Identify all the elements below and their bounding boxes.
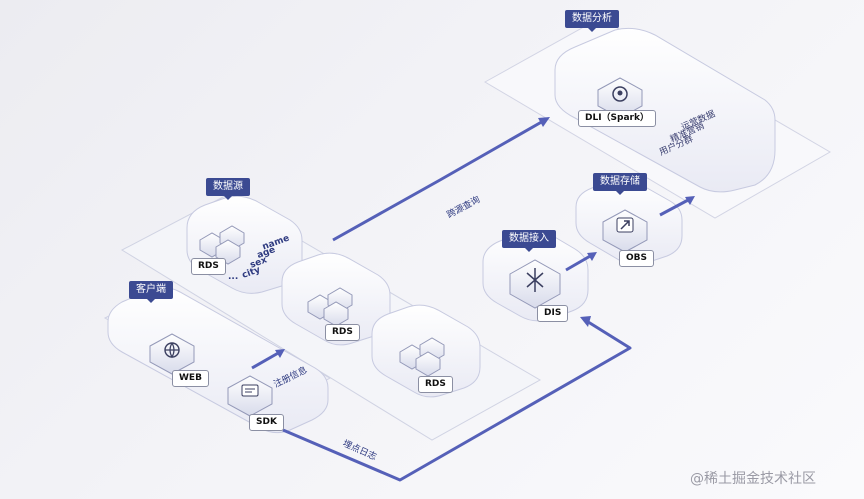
sdk-icon <box>227 375 273 417</box>
analysis-inner-box <box>554 27 776 193</box>
dis-icon <box>509 259 561 309</box>
node-label-rds-3: RDS <box>418 376 453 393</box>
tracking-flow <box>282 318 632 482</box>
cross-source-flow <box>332 118 546 242</box>
group-tag-source: 数据源 <box>206 178 250 200</box>
watermark: @稀土掘金技术社区 <box>690 471 816 487</box>
group-tag-client: 客户端 <box>129 281 173 303</box>
database-icon <box>307 287 353 327</box>
web-icon <box>149 333 195 375</box>
node-label-rds-1: RDS <box>191 258 226 275</box>
arrowhead <box>275 349 285 358</box>
dis-to-obs-flow <box>565 253 593 272</box>
group-tag-ingest: 数据接入 <box>502 230 556 252</box>
obs-to-analysis-flow <box>659 197 691 217</box>
database-icon <box>399 337 445 377</box>
group-tag-storage: 数据存储 <box>593 173 647 195</box>
node-label-rds-2: RDS <box>325 324 360 341</box>
arrowhead <box>580 316 591 327</box>
obs-icon <box>602 209 648 253</box>
node-label-dis: DIS <box>537 305 569 322</box>
group-tag-analysis: 数据分析 <box>565 10 619 32</box>
database-icon <box>199 225 245 265</box>
field-more: ... <box>228 272 239 282</box>
register-flow <box>251 350 281 370</box>
node-label-sdk: SDK <box>249 414 284 431</box>
arrowhead <box>587 252 597 261</box>
arrowhead <box>538 117 550 127</box>
dli-icon <box>597 77 643 119</box>
node-label-obs: OBS <box>619 250 654 267</box>
node-label-web: WEB <box>172 370 209 387</box>
node-label-dli: DLI（Spark） <box>578 110 656 127</box>
arrowhead <box>685 196 695 205</box>
